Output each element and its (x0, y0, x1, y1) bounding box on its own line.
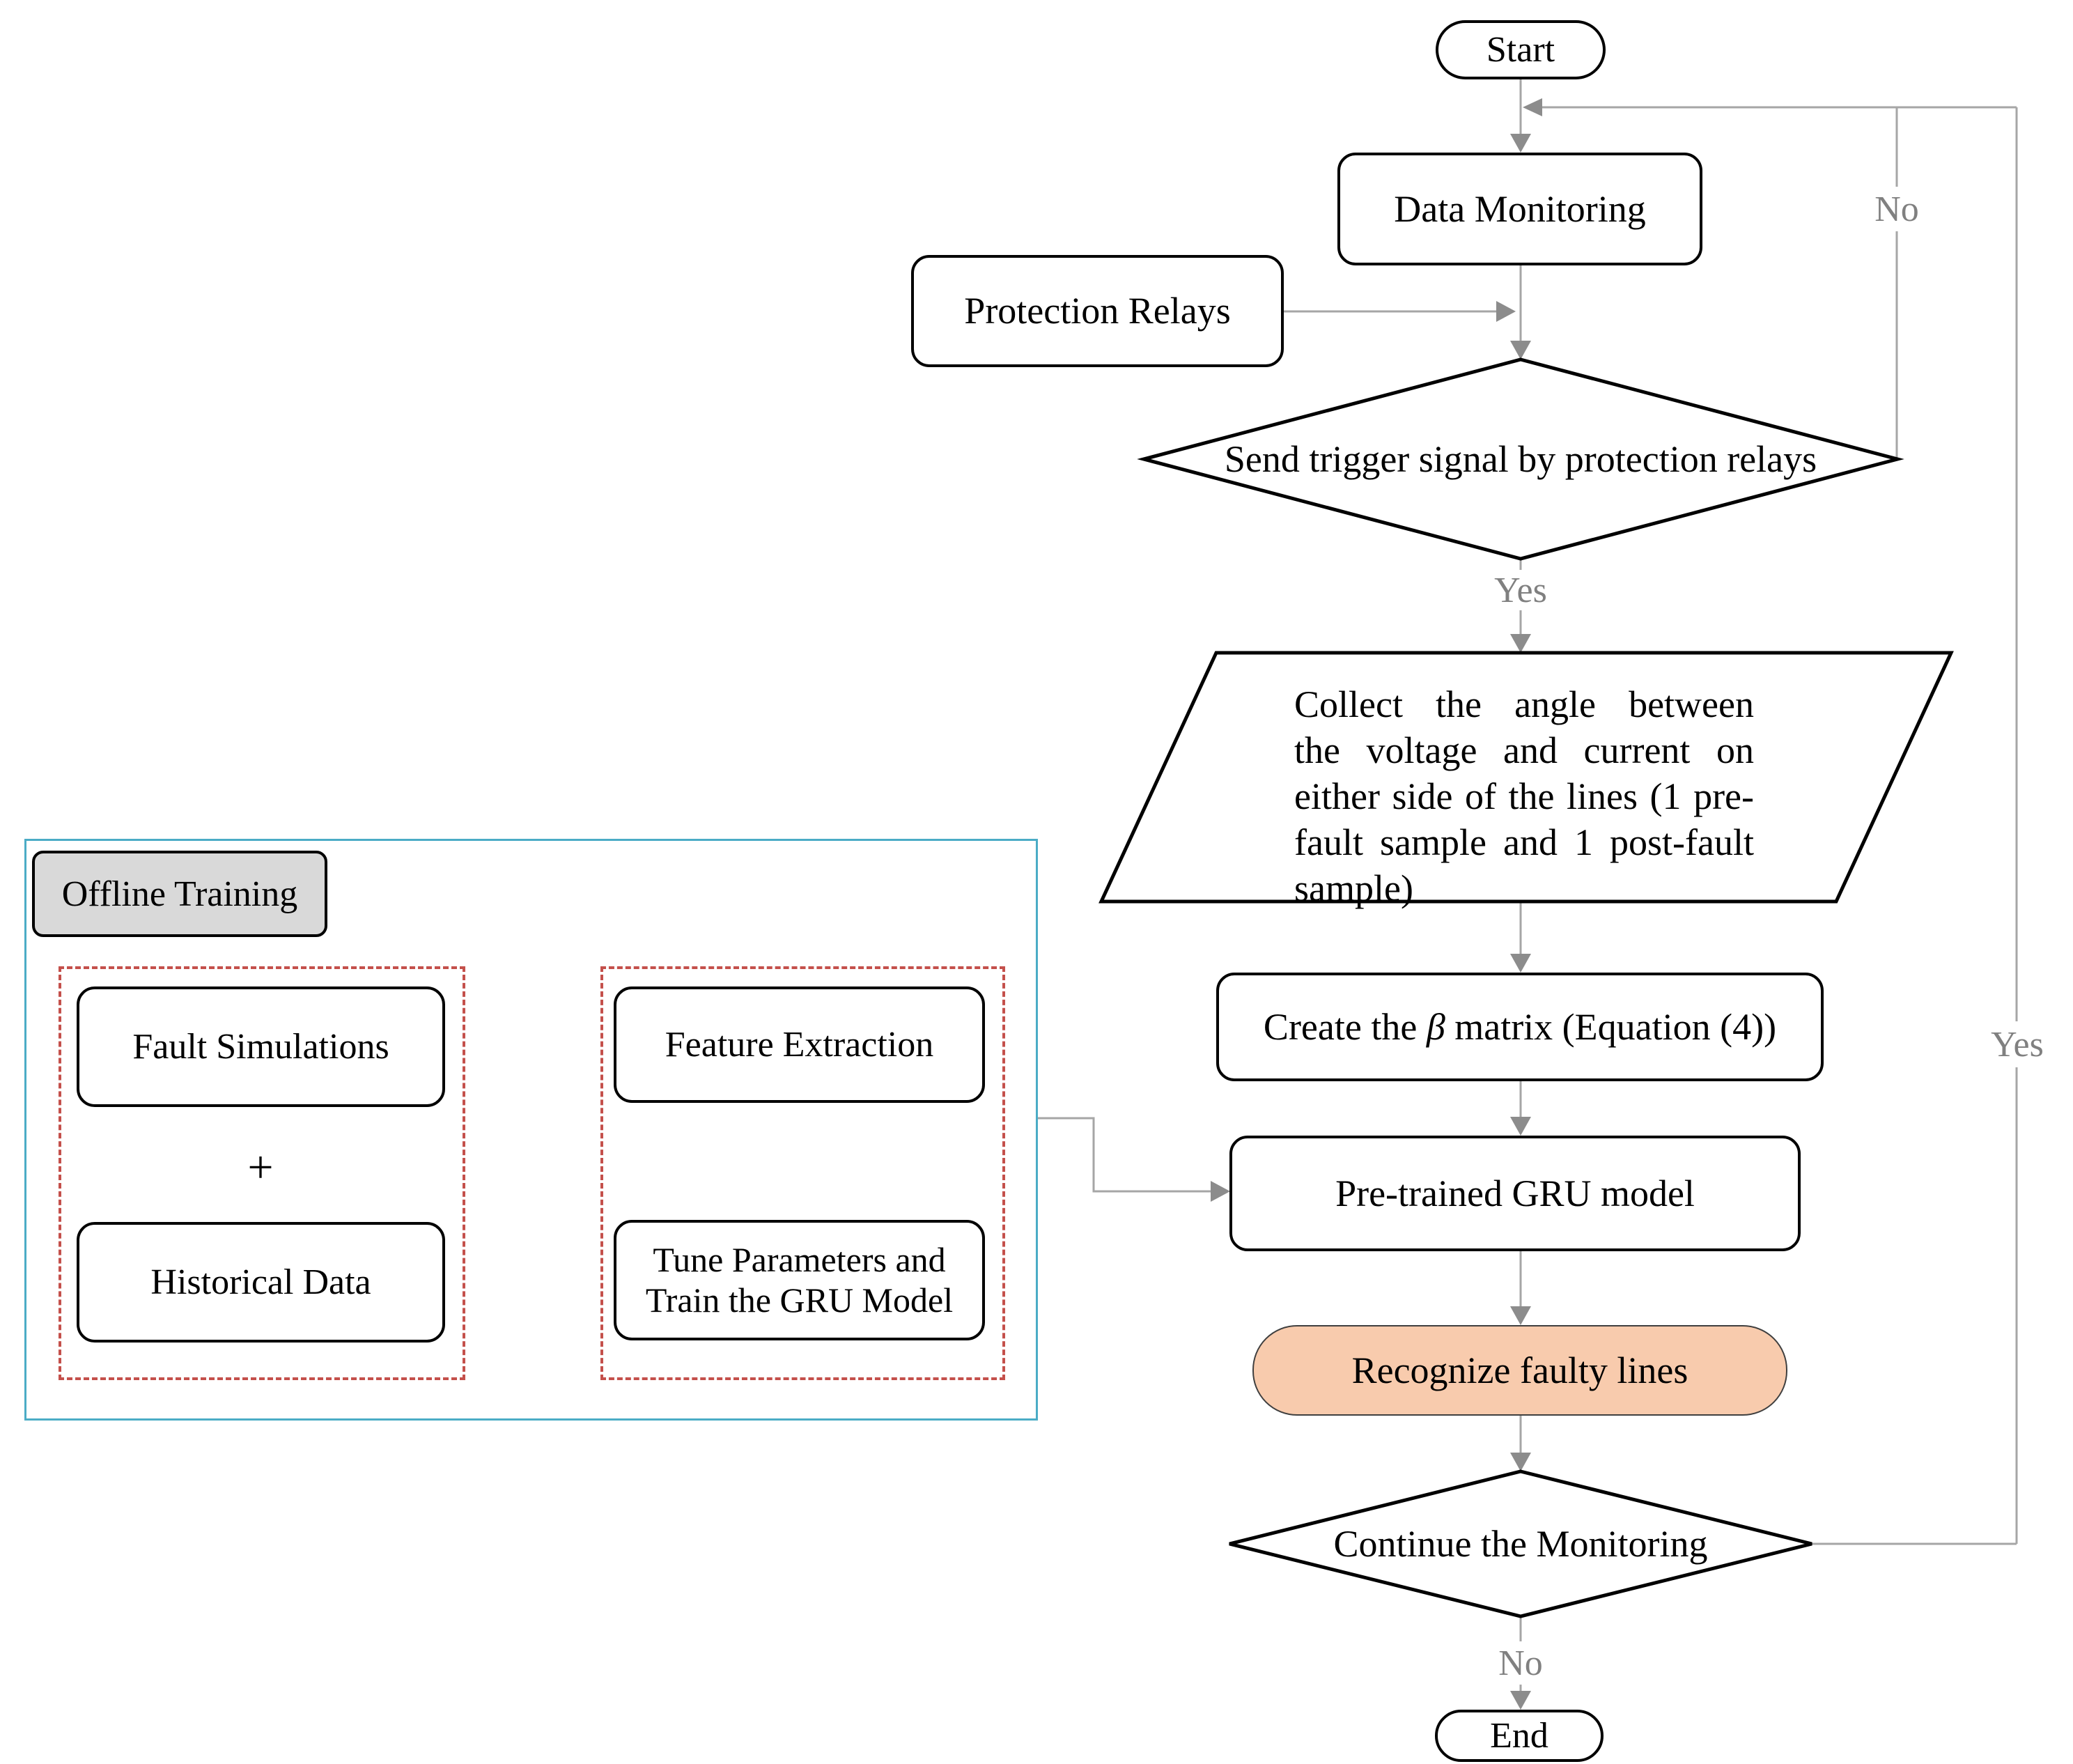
feature-extraction-text: Feature Extraction (665, 1024, 934, 1065)
collect-line-3: either side of the lines (1 pre- (1294, 775, 1754, 817)
decision-trigger-label: Send trigger signal by protection relays (1224, 438, 1817, 480)
arrowhead-into-decision (1510, 341, 1531, 359)
decision-continue-text: Continue the Monitoring (1229, 1471, 1812, 1616)
historical-data-box: Historical Data (77, 1222, 445, 1343)
label-yes-continue: Yes (1965, 1021, 2070, 1067)
feature-extraction-box: Feature Extraction (614, 987, 985, 1103)
create-beta-matrix-text: Create the β matrix (Equation (4)) (1264, 1005, 1776, 1049)
historical-data-text: Historical Data (150, 1262, 371, 1302)
training-process-group (600, 966, 1005, 1380)
collect-line-2: the voltage and current on (1294, 729, 1754, 771)
label-no-trigger: No (1855, 187, 1939, 231)
arrowhead-into-collect (1510, 634, 1531, 653)
beta-symbol: β (1426, 1005, 1445, 1048)
arrowhead-relays-right (1496, 301, 1516, 322)
label-yes-trigger-text: Yes (1494, 570, 1547, 610)
arrowhead-into-beta (1510, 954, 1531, 973)
decision-trigger-text: Send trigger signal by protection relays (1144, 359, 1897, 559)
arrowhead-into-gru (1510, 1117, 1531, 1136)
arrowhead-offline-into-gru (1211, 1181, 1230, 1202)
fault-simulations-text: Fault Simulations (132, 1026, 389, 1067)
decision-continue-label: Continue the Monitoring (1333, 1523, 1708, 1565)
collect-angle-text: Collect the angle between the voltage an… (1294, 681, 1754, 911)
start-text: Start (1486, 29, 1555, 70)
arrowhead-return-left (1523, 98, 1542, 116)
training-data-group (59, 966, 465, 1380)
pretrained-gru-box: Pre-trained GRU model (1229, 1136, 1801, 1251)
collect-parallelogram (1098, 651, 1954, 904)
label-yes-trigger: Yes (1479, 570, 1562, 610)
end-text: End (1490, 1715, 1548, 1756)
label-no-trigger-text: No (1874, 189, 1919, 229)
offline-training-label: Offline Training (32, 851, 327, 937)
decision-continue-diamond (1229, 1469, 1812, 1618)
offline-training-title: Offline Training (61, 874, 298, 914)
arrowhead-into-monitoring (1510, 134, 1531, 153)
recognize-faulty-lines-node: Recognize faulty lines (1252, 1325, 1787, 1416)
label-no-continue: No (1479, 1641, 1562, 1685)
arrowhead-into-recognize (1510, 1306, 1531, 1325)
end-node: End (1435, 1710, 1604, 1762)
arrowhead-into-continue (1510, 1453, 1531, 1471)
protection-relays-box: Protection Relays (911, 255, 1284, 367)
pretrained-gru-text: Pre-trained GRU model (1335, 1172, 1695, 1214)
beta-post-text: matrix (Equation (4)) (1445, 1005, 1777, 1048)
arrowhead-into-end (1510, 1691, 1531, 1710)
create-beta-matrix-box: Create the β matrix (Equation (4)) (1216, 973, 1824, 1081)
decision-trigger-diamond (1137, 357, 1904, 561)
start-node: Start (1436, 20, 1606, 79)
label-yes-continue-text: Yes (1991, 1024, 2044, 1065)
tune-parameters-text: Tune Parameters and Train the GRU Model (645, 1240, 954, 1320)
collect-line-5: sample) (1294, 867, 1413, 909)
plus-text: + (247, 1142, 274, 1193)
edge-offline-to-gru (1038, 1117, 1220, 1193)
fault-simulations-box: Fault Simulations (77, 987, 445, 1107)
data-monitoring-box: Data Monitoring (1337, 153, 1702, 265)
beta-pre-text: Create the (1263, 1005, 1427, 1048)
collect-line-1: Collect the angle between (1294, 683, 1754, 725)
tune-parameters-box: Tune Parameters and Train the GRU Model (614, 1220, 985, 1340)
collect-line-4: fault sample and 1 post-fault (1294, 821, 1754, 863)
protection-relays-text: Protection Relays (964, 290, 1231, 332)
plus-symbol: + (226, 1133, 295, 1202)
data-monitoring-text: Data Monitoring (1394, 187, 1646, 230)
recognize-faulty-lines-text: Recognize faulty lines (1351, 1349, 1688, 1391)
label-no-continue-text: No (1498, 1643, 1543, 1683)
